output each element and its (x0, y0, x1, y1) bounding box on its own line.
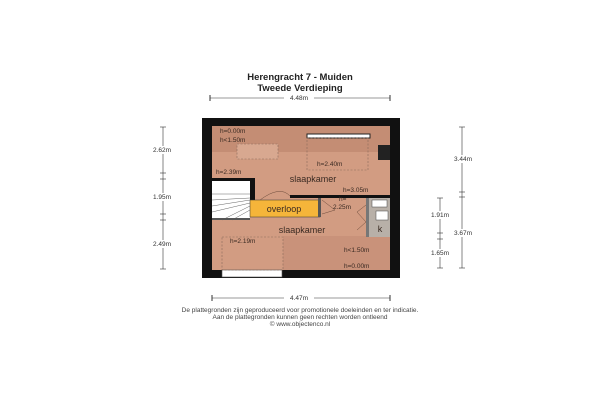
dimension-right-label: 3.67m (454, 230, 472, 237)
staircase (212, 180, 250, 220)
height-label: h=0.00m (344, 263, 369, 270)
copyright-link[interactable]: © www.objectenco.nl (270, 320, 331, 328)
disclaimer-line: Aan de plattegronden kunnen geen rechten… (213, 314, 388, 321)
height-label: h<1.50m (344, 247, 369, 254)
door-swing-upper (259, 191, 291, 201)
dimension-left-label: 2.49m (153, 241, 171, 248)
dimension-bottom: 4.47m (211, 294, 391, 302)
sink-icon (371, 199, 388, 208)
height-label: 2.25m (333, 204, 351, 211)
height-label: h= (339, 196, 347, 203)
dimension-right-label: 1.91m (431, 212, 449, 219)
room-label-lower: slaapkamer (279, 225, 326, 235)
dormer-zone (306, 137, 369, 171)
height-label: h<1.50m (220, 137, 245, 144)
height-label: h=3.05m (343, 187, 368, 194)
kitchenette-label: k (378, 224, 383, 234)
room-label-landing: overloop (267, 204, 302, 214)
dimension-bottom-label: 4.47m (290, 295, 308, 302)
dimension-top: 4.48m (209, 94, 391, 102)
stair-wall-top (212, 178, 255, 181)
dimension-right (437, 126, 465, 269)
height-label: h=0.00m (220, 128, 245, 135)
chimney (378, 145, 390, 160)
dimension-left-label: 1.95m (153, 194, 171, 201)
skylight (236, 143, 279, 160)
window-top (306, 133, 371, 139)
dormer-zone-bottom (221, 236, 284, 271)
dimension-right-label: 3.44m (454, 156, 472, 163)
cooktop-icon (375, 210, 389, 221)
dimension-left-label: 2.62m (153, 147, 171, 154)
window-bottom (221, 269, 283, 278)
height-label: h=2.19m (230, 238, 255, 245)
door-swing-lower (321, 199, 336, 215)
disclaimer-line: De plattegronden zijn geproduceerd voor … (182, 307, 419, 314)
dimension-top-label: 4.48m (290, 95, 308, 102)
door-swing-bath (356, 204, 367, 231)
plan-subtitle: Tweede Verdieping (257, 83, 343, 94)
dimension-right-label: 1.65m (431, 250, 449, 257)
interior-wall (290, 195, 390, 198)
room-label-upper: slaapkamer (290, 174, 337, 184)
stair-rail (212, 218, 250, 220)
height-label: h=2.40m (317, 161, 342, 168)
landing-wall (318, 198, 321, 217)
stair-wall (250, 180, 255, 200)
height-label: h=2.39m (216, 169, 241, 176)
stair-treads (211, 193, 251, 221)
low-ceiling-zone-bottom (283, 236, 390, 270)
plan-title: Herengracht 7 - Muiden (247, 72, 353, 83)
bath-wall (366, 198, 369, 237)
